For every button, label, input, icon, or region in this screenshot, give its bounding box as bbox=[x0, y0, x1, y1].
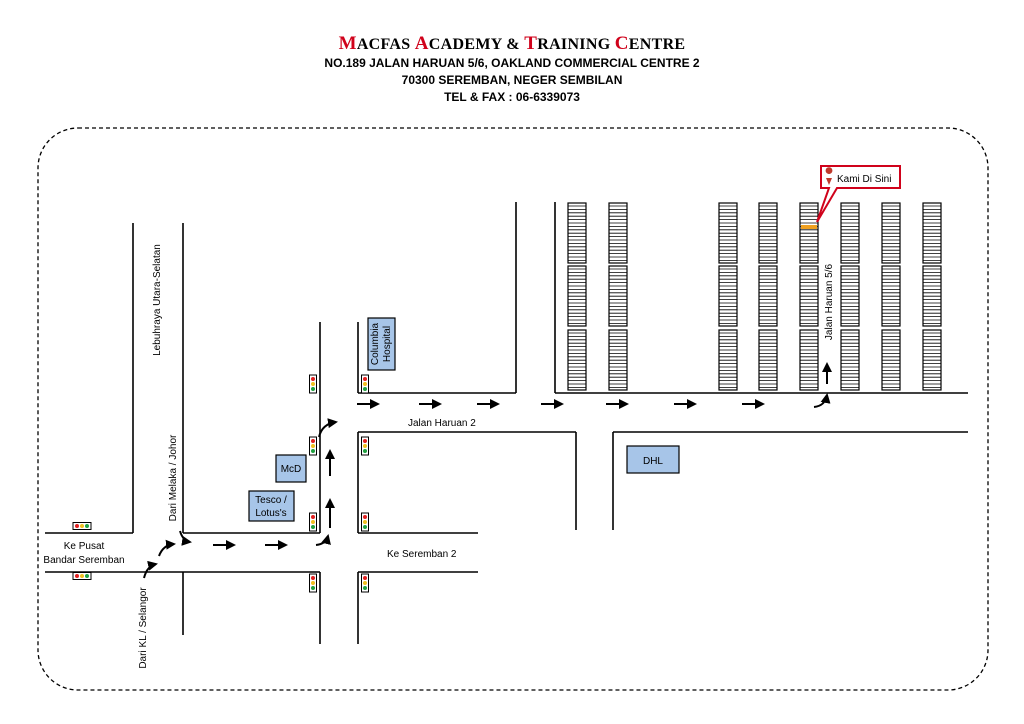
callout-box bbox=[816, 165, 901, 223]
traffic-light-icon bbox=[309, 512, 317, 532]
arrow-curve-icon bbox=[179, 530, 192, 546]
traffic-light-icon bbox=[72, 572, 92, 580]
company-title: MACFAS ACADEMY & TRAINING CENTRE bbox=[0, 34, 1024, 55]
tesco-box bbox=[248, 490, 295, 522]
arrow-curve-icon bbox=[318, 418, 338, 438]
tesco-label-1: Tesco / bbox=[255, 495, 287, 506]
dhl-label: DHL bbox=[643, 456, 663, 467]
map-frame bbox=[37, 127, 989, 691]
traffic-light-icon bbox=[361, 512, 369, 532]
pin-icon bbox=[825, 167, 833, 185]
title-part: ACADEMY & bbox=[414, 33, 525, 54]
tesco-label-2: Lotus's bbox=[255, 508, 286, 519]
address-line-2: 70300 SEREMBAN, NEGER SEMBILAN bbox=[401, 73, 623, 87]
road-lines bbox=[45, 202, 968, 644]
arrow-curve-icon bbox=[143, 560, 158, 579]
lebuhraya-label: Lebuhraya Utara-Selatan bbox=[152, 244, 163, 356]
dari-melaka-label: Dari Melaka / Johor bbox=[168, 434, 179, 521]
mcd-label: McD bbox=[281, 464, 302, 475]
jalan-haruan-56-label: Jalan Haruan 5/6 bbox=[824, 263, 835, 340]
traffic-light-icon bbox=[72, 522, 92, 530]
dhl-box bbox=[626, 445, 680, 474]
traffic-light-icon bbox=[309, 374, 317, 394]
arrow-curve-icon bbox=[813, 393, 831, 408]
ke-pusat-label-1: Ke Pusat bbox=[64, 541, 105, 552]
title-part: MACFAS bbox=[338, 33, 415, 54]
traffic-light-icon bbox=[309, 573, 317, 593]
address-line-1: NO.189 JALAN HARUAN 5/6, OAKLAND COMMERC… bbox=[324, 56, 700, 70]
columbia-label-2: Hospital bbox=[382, 326, 393, 362]
title-part: CENTRE bbox=[614, 33, 686, 54]
traffic-light-icon bbox=[309, 436, 317, 456]
ke-seremban-2-label: Ke Seremban 2 bbox=[387, 549, 457, 560]
direction-arrows bbox=[143, 362, 832, 579]
traffic-light-icon bbox=[361, 436, 369, 456]
columbia-hospital-box bbox=[367, 317, 396, 371]
arrow-curve-icon bbox=[315, 534, 331, 546]
ke-pusat-label-2: Bandar Seremban bbox=[43, 555, 124, 566]
jalan-haruan-2-label: Jalan Haruan 2 bbox=[408, 418, 476, 429]
marker-label: Kami Di Sini bbox=[837, 174, 891, 185]
destination-lot bbox=[801, 225, 817, 229]
columbia-label-1: Columbia bbox=[370, 322, 381, 365]
traffic-light-icon bbox=[361, 573, 369, 593]
title-part: TRAINING bbox=[524, 33, 615, 54]
mcd-box bbox=[275, 454, 307, 483]
shop-lots bbox=[567, 202, 942, 391]
tel-fax: TEL & FAX : 06-6339073 bbox=[444, 90, 580, 104]
header: MACFAS ACADEMY & TRAINING CENTRE NO.189 … bbox=[0, 34, 1024, 106]
dari-kl-label: Dari KL / Selangor bbox=[138, 587, 149, 669]
location-marker: Kami Di Sini bbox=[816, 165, 901, 223]
traffic-light-icon bbox=[361, 374, 369, 394]
arrow-curve-icon bbox=[158, 539, 176, 557]
